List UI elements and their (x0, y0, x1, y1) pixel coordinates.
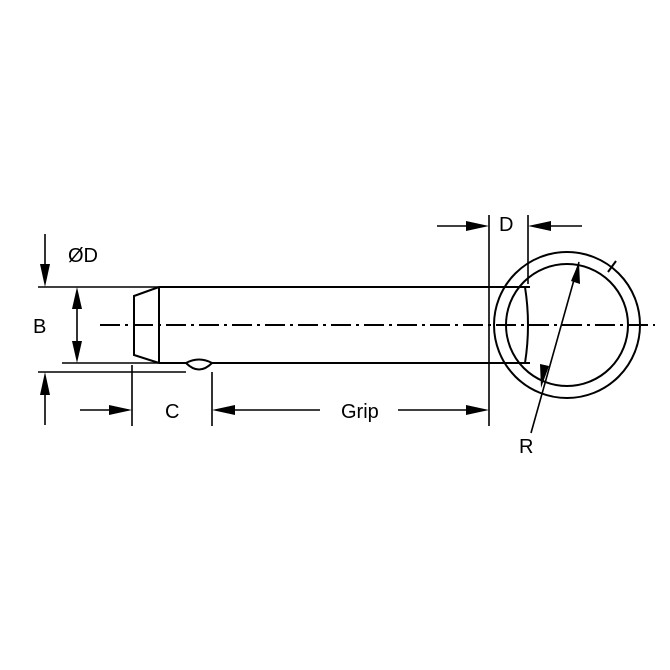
b-arrow-bottom (40, 372, 50, 395)
r-arrow-top (571, 262, 580, 284)
pin-right-end (524, 286, 529, 364)
ring-split-mark (607, 260, 617, 273)
r-dim-line (530, 261, 580, 434)
dimension-diameter (62, 287, 159, 364)
dimension-b (38, 234, 186, 425)
grip-arrow-right (466, 405, 489, 415)
label-d: D (499, 214, 513, 236)
c-arrow-left (109, 405, 132, 415)
label-diameter-d: ØD (68, 245, 98, 267)
diameter-arrow-bottom (72, 341, 82, 363)
dimension-r (530, 261, 580, 434)
d-arrow-left (466, 221, 489, 231)
dimension-d (437, 215, 582, 284)
label-grip: Grip (341, 401, 379, 423)
locking-ball (185, 358, 214, 371)
b-arrow-top (40, 264, 50, 287)
label-b: B (33, 316, 46, 338)
label-c: C (165, 401, 179, 423)
diameter-arrow-top (72, 287, 82, 309)
d-arrow-right (528, 221, 551, 231)
label-r: R (519, 436, 533, 458)
dimension-c (80, 365, 213, 426)
dimension-grip (212, 284, 490, 426)
pin-body (133, 286, 530, 371)
r-arrow-bottom (540, 364, 549, 388)
grip-arrow-left (212, 405, 235, 415)
